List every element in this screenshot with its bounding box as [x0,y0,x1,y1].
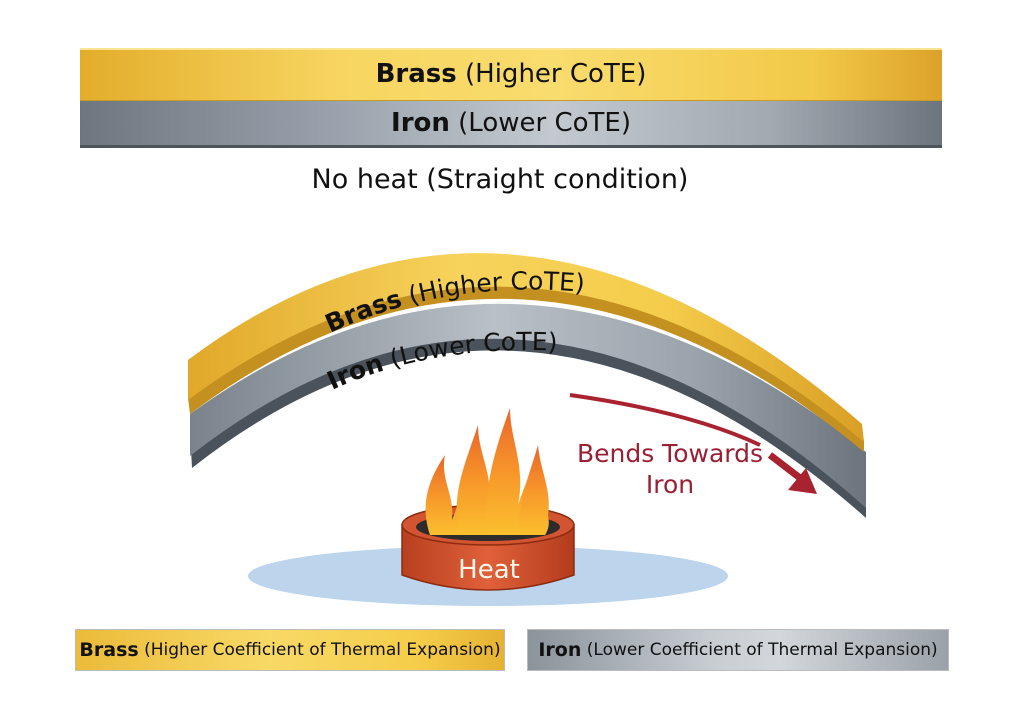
flame-icon [425,408,549,535]
bend-arrow-line2 [767,452,803,481]
straight-caption: No heat (Straight condition) [311,164,689,195]
legend-brass: Brass (Higher Coefficient of Thermal Exp… [75,629,505,671]
legend-brass-name: Brass [79,639,139,661]
bend-arrow-shaft [569,393,761,447]
bent-iron-layer [190,303,866,508]
bend-annotation-line1: Bends Towards [576,439,764,468]
bend-annotation-line2: Iron [645,470,695,499]
straight-brass-label: Brass (Higher CoTE) [375,59,647,89]
heat-label: Heat [458,555,520,585]
straight-iron-layer: Iron (Lower CoTE) [80,101,942,148]
straight-iron-label: Iron (Lower CoTE) [391,108,631,138]
legend-brass-detail: (Higher Coefficient of Thermal Expansion… [144,640,501,660]
bent-brass-layer [188,253,864,442]
legend-iron-name: Iron [538,639,582,661]
legend-iron: Iron (Lower Coefficient of Thermal Expan… [527,629,949,671]
bend-arrow-head-icon [788,468,817,494]
legend-iron-detail: (Lower Coefficient of Thermal Expansion) [586,640,938,660]
bend-annotation: Bends Towards Iron [560,438,780,500]
